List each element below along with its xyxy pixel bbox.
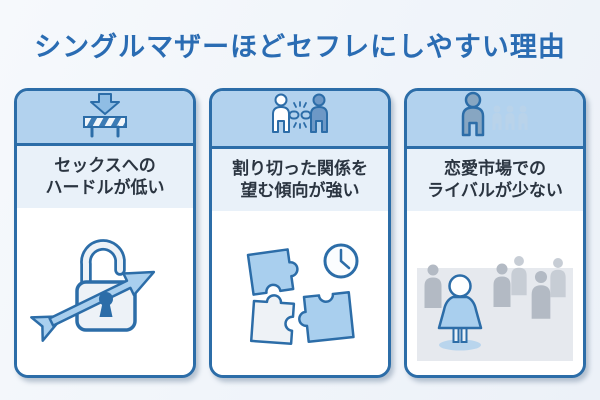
card-2-header xyxy=(212,91,388,149)
card-few-rivals: 恋愛市場での ライバルが少ない xyxy=(404,88,586,378)
card-3-label: 恋愛市場での ライバルが少ない xyxy=(407,149,583,211)
card-3-header xyxy=(407,91,583,149)
title-bar: シングルマザーほどセフレにしやすい理由 xyxy=(0,0,600,88)
card-1-label: セックスへの ハードルが低い xyxy=(17,146,193,208)
one-person-few-rivals-icon xyxy=(453,91,537,146)
open-padlock-arrow-illustration xyxy=(17,208,193,375)
woman-in-crowd-illustration xyxy=(407,211,583,375)
reason-cards: セックスへの ハードルが低い xyxy=(0,88,600,378)
puzzle-pieces-clock-illustration xyxy=(212,211,388,375)
card-2-label: 割り切った関係を 望む傾向が強い xyxy=(212,149,388,211)
card-low-hurdle: セックスへの ハードルが低い xyxy=(14,88,196,378)
page-title: シングルマザーほどセフレにしやすい理由 xyxy=(34,31,566,62)
card-casual-relationship: 割り切った関係を 望む傾向が強い xyxy=(209,88,391,378)
lowered-barrier-icon xyxy=(77,91,133,143)
breaking-link-between-people-icon xyxy=(268,91,332,146)
card-1-header xyxy=(17,91,193,146)
